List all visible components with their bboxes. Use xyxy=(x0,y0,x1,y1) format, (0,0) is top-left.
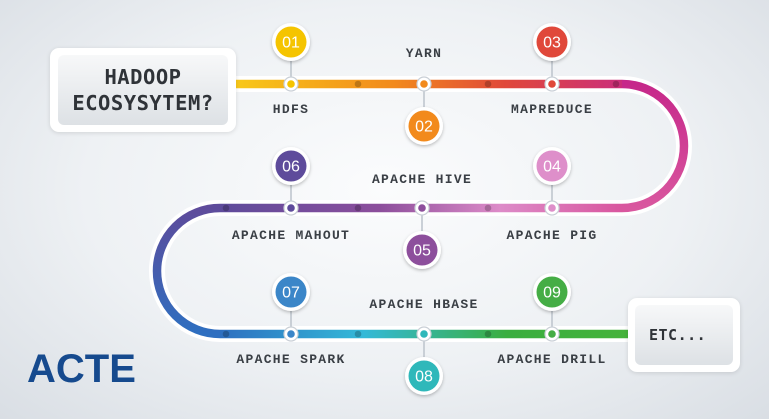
step-node-core xyxy=(287,204,295,212)
step-badge: 03 xyxy=(533,23,571,61)
track-dot xyxy=(354,80,362,88)
step-node-core xyxy=(420,330,428,338)
step-node-core xyxy=(420,80,428,88)
end-label: ETC... xyxy=(635,305,733,365)
step-badge: 05 xyxy=(403,231,441,269)
step-label-mapreduce: MAPREDUCE xyxy=(511,102,593,117)
step-badge-fill xyxy=(408,110,440,142)
step-number: 06 xyxy=(282,159,300,176)
step-badge-fill xyxy=(408,360,440,392)
step-number: 01 xyxy=(282,35,300,52)
step-label-apache-drill: APACHE DRILL xyxy=(497,352,607,367)
step-badge: 02 xyxy=(405,107,443,145)
step-number: 02 xyxy=(415,119,433,136)
step-badge-fill xyxy=(406,234,438,266)
track-dot xyxy=(222,204,230,212)
step-label-apache-mahout: APACHE MAHOUT xyxy=(231,228,351,243)
step-node-core xyxy=(548,204,556,212)
track-dot xyxy=(484,204,492,212)
step-badge-fill xyxy=(275,26,307,58)
title-line-2: ECOSYSYTEM? xyxy=(72,91,214,115)
step-node-core xyxy=(287,330,295,338)
title-box: HADOOP ECOSYSYTEM? xyxy=(58,55,228,125)
step-label-apache-pig: APACHE PIG xyxy=(506,228,598,243)
step-badge: 09 xyxy=(533,273,571,311)
step-badge-fill xyxy=(536,150,568,182)
acte-logo: ACTE xyxy=(27,347,136,391)
step-badge: 01 xyxy=(272,23,310,61)
step-badge: 04 xyxy=(533,147,571,185)
track-dot xyxy=(484,330,492,338)
track-dot xyxy=(484,80,492,88)
track-dot xyxy=(612,80,620,88)
step-number: 09 xyxy=(543,285,561,302)
step-label-apache-hbase: APACHE HBASE xyxy=(369,297,479,312)
end-card: ETC... xyxy=(628,298,740,372)
step-number: 07 xyxy=(282,285,300,302)
step-badge-fill xyxy=(536,26,568,58)
step-badge-fill xyxy=(536,276,568,308)
step-label-apache-spark: APACHE SPARK xyxy=(236,352,346,367)
track-dot xyxy=(354,204,362,212)
step-badge: 08 xyxy=(405,357,443,395)
step-node-core xyxy=(287,80,295,88)
step-badge: 07 xyxy=(272,273,310,311)
step-number: 05 xyxy=(413,243,431,260)
step-badge-fill xyxy=(275,276,307,308)
step-badge: 06 xyxy=(272,147,310,185)
step-number: 04 xyxy=(543,159,561,176)
step-node-core xyxy=(548,80,556,88)
step-label-apache-hive: APACHE HIVE xyxy=(371,172,473,187)
step-label-yarn: YARN xyxy=(405,46,443,61)
track-dot xyxy=(222,330,230,338)
step-label-hdfs: HDFS xyxy=(272,102,310,117)
title-line-1: HADOOP xyxy=(104,65,182,89)
title-card: HADOOP ECOSYSYTEM? xyxy=(50,48,236,132)
step-number: 03 xyxy=(543,35,561,52)
track-dot xyxy=(354,330,362,338)
step-node-core xyxy=(548,330,556,338)
step-badge-fill xyxy=(275,150,307,182)
step-node-core xyxy=(418,204,426,212)
step-number: 08 xyxy=(415,369,433,386)
